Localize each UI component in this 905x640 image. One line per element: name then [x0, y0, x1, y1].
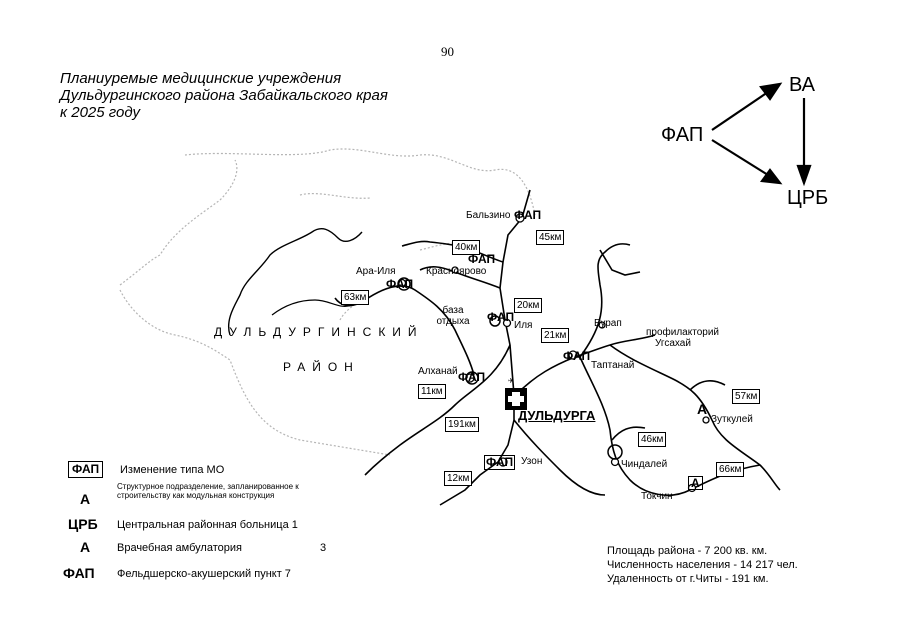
- settlement-ugsakhay: Угсахай: [655, 338, 691, 349]
- stat-population: Численность населения - 14 217 чел.: [607, 559, 798, 571]
- settlement-altanay: Алханай: [418, 366, 458, 377]
- settlement-balzino: Бальзино: [466, 210, 511, 221]
- settlement-ara-ilya: Ара-Иля: [356, 266, 396, 277]
- map-fap-taptanay: ФАП: [563, 349, 591, 363]
- settlement-markers: [397, 213, 710, 493]
- settlement-tokchin: Токчин: [641, 491, 673, 502]
- map-title: Планиуремые медицинские учреждения Дульд…: [60, 70, 420, 121]
- legend-va-count: 3: [320, 542, 327, 554]
- distance-label: 45км: [536, 230, 565, 245]
- distance-label: 66км: [716, 462, 745, 477]
- settlement-taptanay: Таптанай: [591, 360, 635, 371]
- settlement-zutkuley: Зуткулей: [711, 414, 753, 425]
- distance-label: 40км: [452, 240, 481, 255]
- settlement-baza-otdykha: база отдыха: [436, 305, 470, 327]
- settlement-krasnoyarovo: Красноярово: [426, 266, 487, 277]
- stat-area: Площадь района - 7 200 кв. км.: [607, 545, 768, 557]
- page-number: 90: [441, 44, 454, 59]
- flow-arrows: [711, 82, 812, 187]
- settlement-ilya: Иля: [514, 320, 533, 331]
- map-fap-altanay: ФАП: [458, 370, 486, 384]
- settlement-duldurga: ДУЛЬДУРГА: [518, 408, 596, 423]
- map-fap-ilya: ФАП: [487, 310, 515, 324]
- distance-label: 46км: [638, 432, 667, 447]
- district-stats: Площадь района - 7 200 кв. км. Численнос…: [607, 544, 798, 586]
- flow-va-label: ВА: [789, 74, 816, 96]
- distance-label: 21км: [541, 328, 570, 343]
- settlement-profilaktoriy: профилакторий: [646, 327, 719, 338]
- map-fap-ara-ilya: ФАП: [386, 277, 414, 291]
- distance-label: 191км: [445, 417, 479, 432]
- map-fap-balzino: ФАП: [514, 208, 542, 222]
- title-line-1: Планиуремые медицинские учреждения: [60, 70, 342, 87]
- settlement-burap: Бурап: [594, 318, 622, 329]
- va-circle-marks: [397, 277, 623, 460]
- distance-label: 57км: [732, 389, 761, 404]
- flow-fap-label: ФАП: [661, 124, 704, 146]
- map-a-tokchin: А: [688, 476, 703, 490]
- flow-crb-label: ЦРБ: [787, 187, 829, 209]
- map-fap-uzon: ФАП: [484, 455, 516, 470]
- distance-label: 12км: [444, 471, 473, 486]
- district-name-line-1: ДУЛЬДУРГИНСКИЙ: [214, 325, 424, 339]
- legend-va-text: Врачебная амбулатория: [117, 542, 242, 554]
- legend-change-text: Изменение типа МО: [120, 464, 225, 476]
- river-line-2: [271, 299, 353, 316]
- legend-structural-text: Структурное подразделение, запланированн…: [117, 482, 299, 500]
- distance-label: 63км: [341, 290, 370, 305]
- distance-label: 20км: [514, 298, 543, 313]
- title-line-2: Дульдургинского района Забайкальского кр…: [60, 87, 388, 104]
- svg-text:✈: ✈: [508, 378, 514, 385]
- district-name-line-2: РАЙОН: [283, 360, 360, 374]
- legend-crb-symbol: ЦРБ: [68, 516, 98, 532]
- legend-change-symbol: ФАП: [68, 461, 104, 478]
- settlement-chindaley: Чиндалей: [621, 459, 668, 470]
- river-line: [228, 228, 363, 336]
- distance-label: 11км: [418, 384, 446, 399]
- legend-va-symbol: А: [80, 539, 91, 555]
- legend-fap-text: Фельдшерско-акушерский пункт 7: [117, 568, 291, 580]
- hospital-symbol: ✈: [505, 378, 527, 410]
- legend-crb-text: Центральная районная больница 1: [117, 519, 298, 531]
- title-line-3: к 2025 году: [60, 104, 140, 121]
- stat-distance: Удаленность от г.Читы - 191 км.: [607, 573, 769, 585]
- roads: [334, 189, 781, 506]
- map-fap-krasnoyarovo: ФАП: [468, 252, 496, 266]
- map-a-zutkuley: А: [697, 401, 708, 417]
- settlement-uzon: Узон: [521, 456, 543, 467]
- legend-fap-symbol: ФАП: [63, 565, 95, 581]
- legend-structural-symbol: А: [80, 491, 91, 507]
